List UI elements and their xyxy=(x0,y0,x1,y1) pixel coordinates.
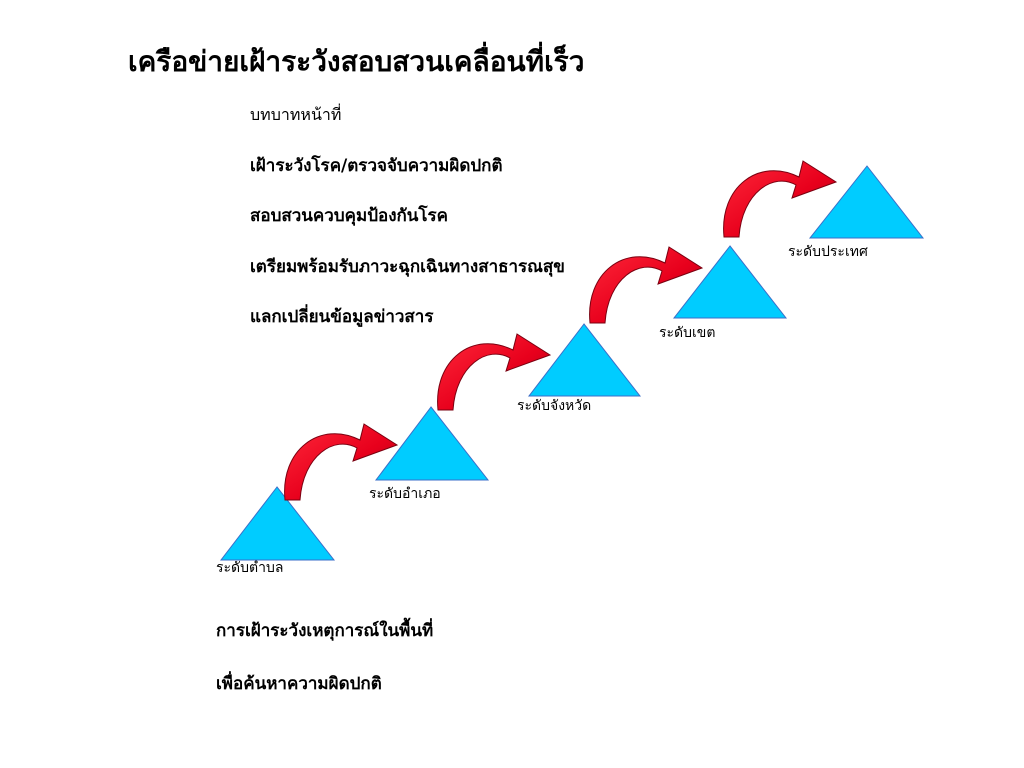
level-triangle-province xyxy=(527,323,642,397)
arrow-province-to-region xyxy=(589,246,704,324)
roles-list: บทบาทหน้าที่ เฝ้าระวังโรค/ตรวจจับความผิด… xyxy=(250,100,565,353)
bottom-note-detect-abnormality: เพื่อค้นหาความผิดปกติ xyxy=(216,674,382,694)
arrow-district-to-province xyxy=(437,333,552,411)
level-triangle-subdistrict xyxy=(219,486,336,561)
roles-heading: บทบาทหน้าที่ xyxy=(250,105,342,124)
level-label-subdistrict: ระดับตำบล xyxy=(216,560,283,576)
level-triangle-district xyxy=(374,406,490,481)
role-item-emergency-preparedness: เตรียมพร้อมรับภาวะฉุกเฉินทางสาธารณสุข xyxy=(250,256,565,277)
arrow-subdistrict-to-district xyxy=(284,423,399,501)
level-label-province: ระดับจังหวัด xyxy=(517,398,591,414)
level-label-country: ระดับประเทศ xyxy=(788,244,868,260)
role-item-investigation: สอบสวนควบคุมป้องกันโรค xyxy=(250,206,449,226)
level-label-district: ระดับอำเภอ xyxy=(369,486,441,502)
level-label-region: ระดับเขต xyxy=(659,325,715,341)
bottom-note-event-surveillance: การเฝ้าระวังเหตุการณ์ในพื้นที่ xyxy=(216,621,434,641)
level-triangle-region xyxy=(672,245,788,319)
role-item-surveillance: เฝ้าระวังโรค/ตรวจจับความผิดปกติ xyxy=(250,155,503,176)
level-triangle-country xyxy=(808,165,925,239)
page-title: เครือข่ายเฝ้าระวังสอบสวนเคลื่อนที่เร็ว xyxy=(128,45,585,78)
arrow-region-to-country xyxy=(723,160,838,238)
role-item-information-exchange: แลกเปลี่ยนข้อมูลข่าวสาร xyxy=(250,307,434,327)
